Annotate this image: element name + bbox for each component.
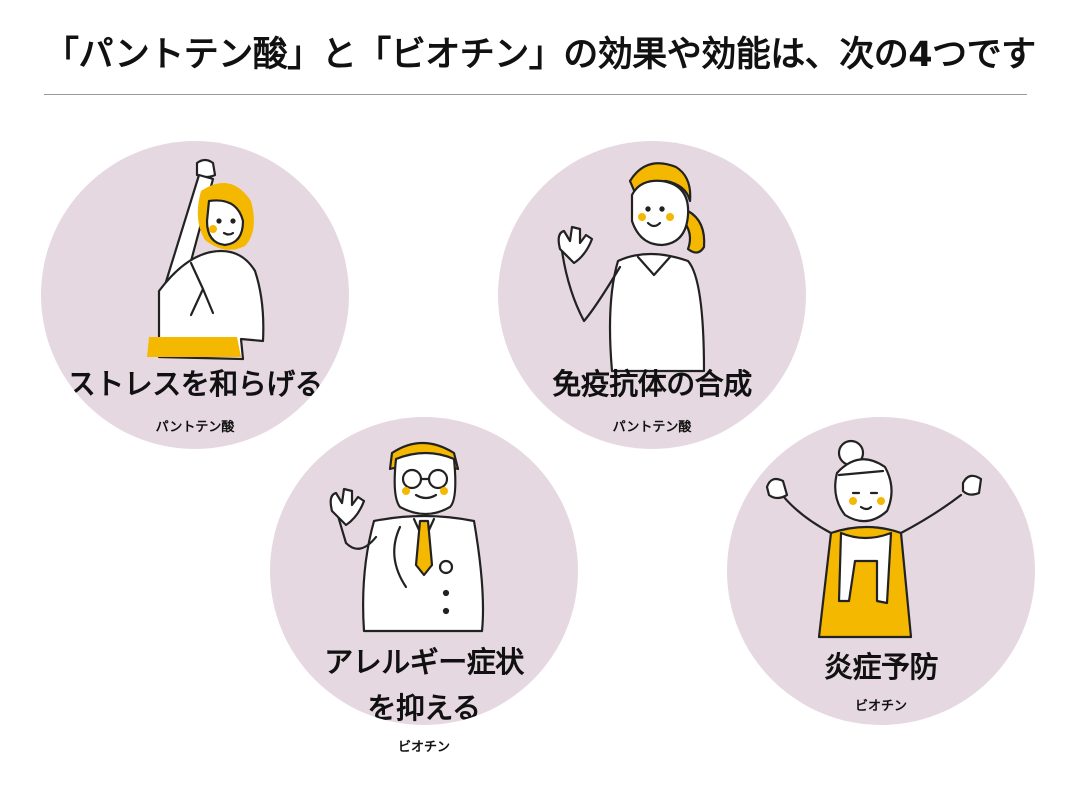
stretching-woman-illustration [147,158,265,361]
effect-label-allergy-line2: を抑える [367,691,481,725]
effect-circle-stress: ストレスを和らげる パントテン酸 [41,141,349,449]
effect-circle-immunity: 免疫抗体の合成 パントテン酸 [498,141,806,449]
title-divider [44,94,1027,95]
effect-source-inflammation: ビオチン [854,699,907,714]
effect-label-inflammation: 炎症予防 [823,650,939,684]
page-title: 「パントテン酸」と「ビオチン」の効果や効能は、次の4つです [44,35,1036,75]
effect-source-immunity: パントテン酸 [612,420,692,435]
doctor-illustration [329,442,485,633]
effect-circle-inflammation: 炎症予防 ビオチン [727,417,1035,725]
effect-label-stress: ストレスを和らげる [66,367,324,401]
effect-circle-allergy: アレルギー症状 を抑える [270,417,578,725]
effect-source-allergy: ビオチン [397,740,450,755]
effect-source-stress: パントテン酸 [155,420,235,435]
effect-label-allergy-line1: アレルギー症状 [324,645,524,679]
effect-label-immunity: 免疫抗体の合成 [552,367,752,401]
waving-woman-illustration [557,162,706,373]
cheering-woman-illustration [765,439,983,639]
